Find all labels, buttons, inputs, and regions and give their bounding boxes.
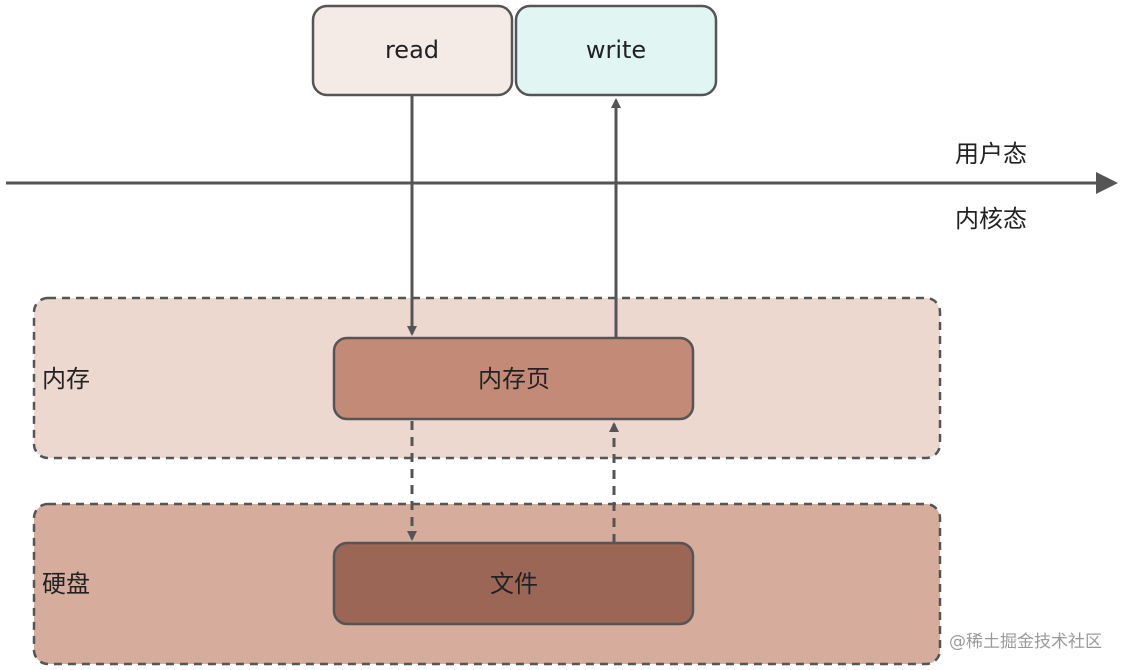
write-label: write bbox=[586, 36, 646, 64]
user-space-label: 用户态 bbox=[955, 140, 1027, 168]
read-label: read bbox=[385, 36, 439, 64]
memory-region-label: 内存 bbox=[42, 365, 90, 393]
disk-region-label: 硬盘 bbox=[42, 570, 90, 598]
read-box bbox=[311, 4, 514, 97]
write-box bbox=[514, 4, 718, 97]
boundary-arrowhead bbox=[1096, 172, 1118, 194]
file-label: 文件 bbox=[490, 570, 538, 598]
kernel-space-label: 内核态 bbox=[955, 205, 1027, 233]
memory-page-box bbox=[332, 336, 695, 421]
memory-page-label: 内存页 bbox=[478, 365, 550, 393]
file-box bbox=[332, 541, 695, 626]
watermark-text: @稀土掘金技术社区 bbox=[949, 632, 1102, 652]
